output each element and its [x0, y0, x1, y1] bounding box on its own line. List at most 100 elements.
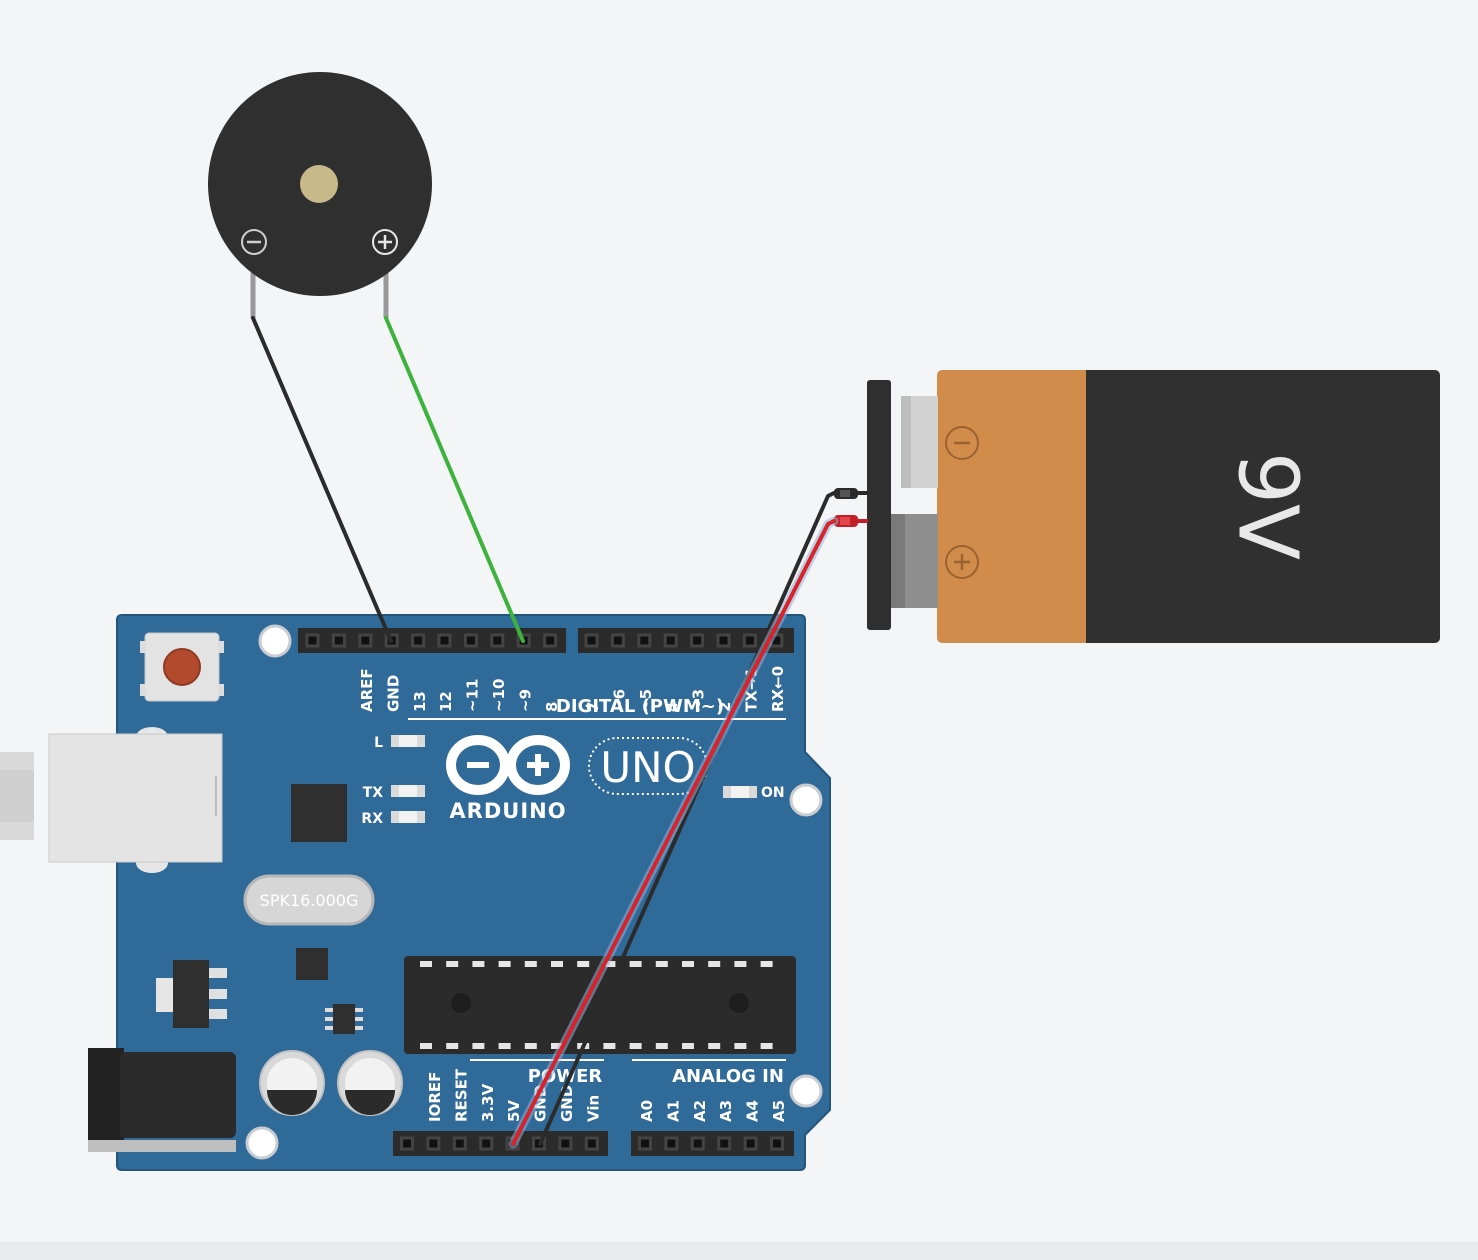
analog-pin-label: A2	[691, 1100, 709, 1122]
crystal-label: SPK16.000G	[260, 891, 359, 910]
chip-pin	[524, 961, 537, 967]
digital-pin-label: 7	[584, 702, 602, 712]
digital-pin-label: AREF	[358, 668, 376, 712]
small-ic	[325, 1004, 363, 1034]
led-tx: TX	[363, 785, 425, 801]
chip-pin	[551, 1043, 563, 1049]
capacitor	[337, 1050, 403, 1116]
power-pin-label: IOREF	[426, 1072, 444, 1122]
analog-pin-socket-hole	[746, 1139, 755, 1148]
chip-pin	[420, 1043, 432, 1049]
piezo-buzzer[interactable]	[208, 72, 432, 318]
chip-pin	[629, 961, 642, 967]
led-l: L	[374, 735, 425, 751]
usb-connector[interactable]	[0, 727, 223, 873]
digital-pin-socket-hole	[666, 636, 675, 645]
dc-power-jack[interactable]	[88, 1048, 236, 1152]
chip-pin	[603, 1043, 616, 1049]
digital-pin-label: ~3	[690, 689, 708, 712]
chip-pin	[420, 961, 432, 967]
power-pin-socket-hole	[482, 1139, 491, 1148]
chip-pin	[472, 1043, 485, 1049]
svg-text:TX: TX	[363, 785, 384, 801]
wire-battery-negative-gnd[interactable]	[538, 491, 836, 1146]
led-on: ON	[723, 785, 785, 801]
analog-pin-label: A5	[770, 1100, 788, 1122]
chip-pin	[524, 1043, 537, 1049]
wire-buzzer-pin9[interactable]	[384, 316, 525, 643]
digital-pin-socket-hole	[693, 636, 702, 645]
digital-pin-socket-hole	[440, 636, 449, 645]
usb-controller-chip	[291, 784, 347, 842]
digital-pin-socket-hole	[613, 636, 622, 645]
arduino-brand-text: ARDUINO	[449, 799, 566, 823]
battery-body-orange	[937, 370, 1086, 643]
buzzer-plus-terminal-icon	[372, 229, 398, 255]
power-pin-label: 3.3V	[479, 1083, 497, 1122]
digital-pin-label: 8	[543, 702, 561, 712]
canvas-bottom-strip	[0, 1242, 1478, 1260]
chip-pin	[498, 961, 511, 967]
arduino-uno-board[interactable]: SPK16.000G	[0, 614, 831, 1171]
buzzer-minus-terminal-icon	[241, 229, 267, 255]
power-pin-socket-hole	[587, 1139, 596, 1148]
crystal-oscillator: SPK16.000G	[243, 874, 375, 926]
power-pin-socket-hole	[403, 1139, 411, 1148]
chip-pin	[734, 1043, 747, 1049]
chip-pin	[446, 961, 459, 967]
mounting-hole	[789, 1074, 823, 1108]
digital-pin-label: 12	[437, 691, 455, 712]
chip-pin	[655, 961, 668, 967]
analog-pin-socket-hole	[667, 1139, 676, 1148]
chip-pin	[734, 961, 747, 967]
arduino-logo-icon	[446, 735, 570, 795]
power-pin-label: Vin	[584, 1095, 602, 1122]
chip-pin	[498, 1043, 511, 1049]
digital-pin-socket-hole	[466, 636, 475, 645]
analog-pin-label: A4	[744, 1100, 762, 1122]
chip-pin	[472, 961, 485, 967]
digital-pin-label: ~6	[610, 689, 628, 712]
chip-pin	[446, 1043, 459, 1049]
battery-9v[interactable]: 9V	[834, 370, 1440, 643]
analog-pin-label: A3	[717, 1100, 735, 1122]
analog-header-label: ANALOG IN	[672, 1066, 784, 1087]
power-pin-label: GND	[558, 1085, 576, 1122]
chip-pin	[629, 1043, 642, 1049]
power-pin-label: RESET	[452, 1068, 470, 1122]
digital-pin-label: 4	[663, 702, 681, 712]
analog-pin-label: A0	[638, 1100, 656, 1122]
wire-buzzer-gnd[interactable]	[251, 316, 393, 643]
digital-pin-socket-hole	[640, 636, 649, 645]
chip-pin	[682, 1043, 694, 1049]
analog-pin-socket-hole	[693, 1139, 702, 1148]
power-pin-socket-hole	[455, 1139, 464, 1148]
chip-pin	[760, 1043, 773, 1049]
svg-text:RX: RX	[361, 811, 383, 827]
battery-minus-icon	[945, 426, 979, 460]
digital-pin-label: ~9	[516, 689, 534, 712]
chip-pin	[551, 961, 563, 967]
chip-pin	[708, 1043, 721, 1049]
power-pin-socket-hole	[429, 1139, 438, 1148]
digital-pin-socket-hole	[361, 636, 370, 645]
digital-pin-label: RX←0	[769, 666, 787, 712]
voltage-regulator	[156, 960, 227, 1028]
digital-pin-socket-hole	[772, 636, 781, 645]
analog-pin-label: A1	[664, 1100, 682, 1122]
digital-pin-socket-hole	[493, 636, 502, 645]
battery-body-dark	[1070, 370, 1440, 643]
digital-pin-socket-hole	[719, 636, 728, 645]
chip-pin	[577, 961, 590, 967]
power-pin-label: 5V	[505, 1100, 523, 1122]
reset-button[interactable]	[140, 632, 224, 702]
mounting-hole	[245, 1126, 279, 1160]
battery-plus-icon	[945, 545, 979, 579]
battery-clip	[867, 380, 891, 630]
analog-pin-socket-hole	[720, 1139, 729, 1148]
battery-voltage-label: 9V	[1220, 452, 1315, 560]
digital-header-label: DIGITAL (PWM~)	[556, 696, 724, 717]
digital-pin-socket-hole	[308, 636, 317, 645]
mounting-hole	[258, 624, 292, 658]
